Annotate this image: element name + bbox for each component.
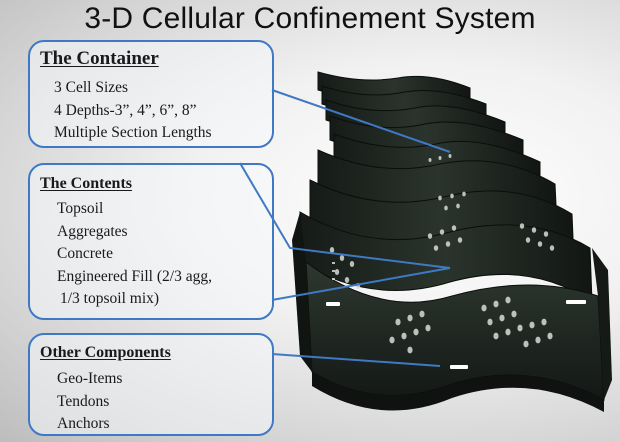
- list-item: Topsoil: [57, 200, 104, 217]
- page-title: 3-D Cellular Confinement System: [84, 2, 536, 35]
- list-item: Concrete: [57, 245, 113, 262]
- other-components-list: Geo-Items Tendons Anchors: [57, 368, 122, 436]
- middle-cells: [299, 149, 593, 303]
- list-item: Multiple Section Lengths: [54, 124, 212, 141]
- list-item: Anchors: [57, 415, 110, 432]
- list-item: Aggregates: [57, 222, 128, 240]
- other-components-panel: Other Components Geo-Items Tendons Ancho…: [28, 333, 274, 436]
- other-components-heading: Other Components: [40, 344, 171, 361]
- list-item: 4 Depths-3”, 4”, 6”, 8”: [54, 101, 197, 119]
- list-item: Engineered Fill (2/3 agg,: [57, 267, 212, 285]
- contents-list: Topsoil Aggregates Concrete Engineered F…: [57, 198, 212, 311]
- container-list: 3 Cell Sizes 4 Depths-3”, 4”, 6”, 8” Mul…: [54, 77, 212, 145]
- contents-heading: The Contents: [40, 175, 133, 192]
- container-heading: The Container: [40, 48, 159, 69]
- list-item: Geo-Items: [57, 370, 123, 387]
- list-item: 1/3 topsoil mix): [60, 290, 160, 307]
- list-item: Tendons: [57, 392, 110, 410]
- container-panel: The Container 3 Cell Sizes 4 Depths-3”, …: [28, 40, 274, 148]
- contents-panel: The Contents Topsoil Aggregates Concrete…: [28, 163, 274, 320]
- list-item: 3 Cell Sizes: [54, 79, 129, 96]
